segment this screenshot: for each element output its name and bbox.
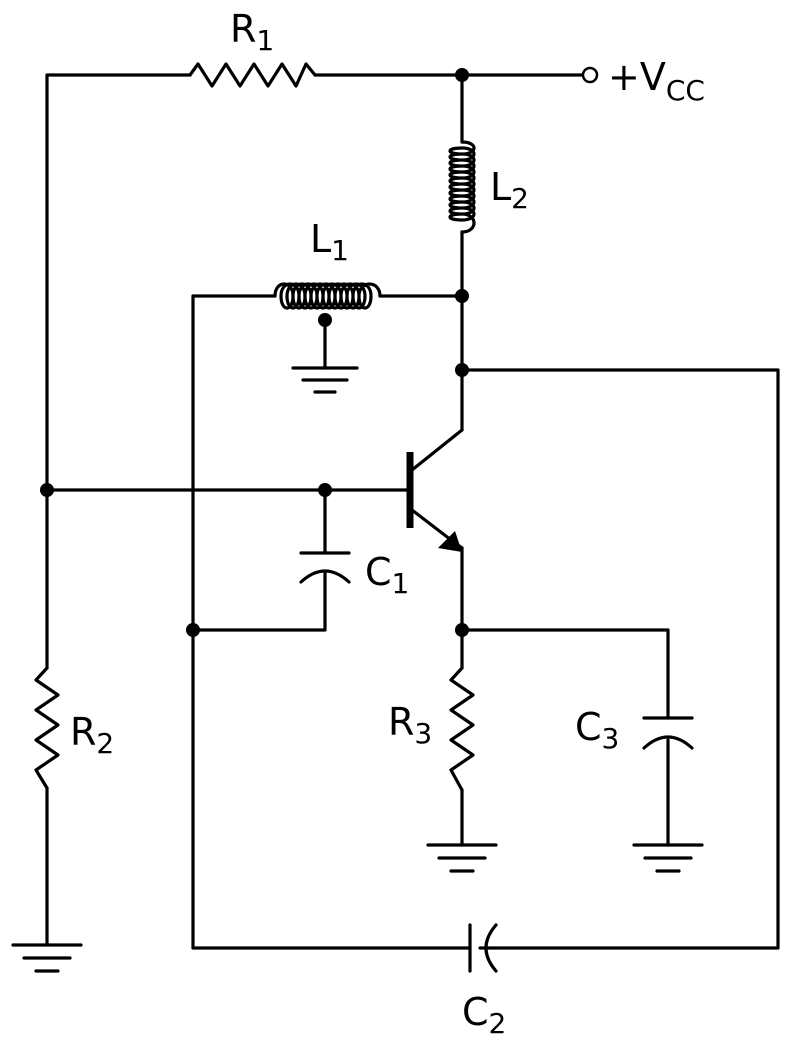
ground-symbol-r2 bbox=[11, 943, 83, 973]
ground-symbol-c3 bbox=[632, 843, 704, 873]
wires bbox=[45, 73, 780, 950]
junction-base-c1 bbox=[318, 483, 332, 497]
collector-lead bbox=[410, 428, 464, 472]
label-r2: R2 bbox=[70, 710, 114, 760]
resistor-r2 bbox=[34, 666, 60, 790]
ground-symbol-r3 bbox=[426, 843, 498, 873]
label-vcc: +VCC bbox=[608, 55, 705, 107]
npn-transistor bbox=[406, 428, 464, 552]
label-l2: L2 bbox=[490, 165, 529, 215]
emitter-lead bbox=[410, 508, 457, 545]
junction-l1-tap bbox=[318, 313, 332, 327]
wire-top-left bbox=[45, 73, 192, 492]
capacitor-c2 bbox=[468, 923, 498, 973]
junction-feedback bbox=[455, 363, 469, 377]
junction-vcc bbox=[455, 68, 469, 82]
ground-symbol-l1 bbox=[291, 366, 359, 394]
label-r1: R1 bbox=[230, 7, 274, 57]
label-r3: R3 bbox=[388, 700, 432, 750]
junction-l1-collector bbox=[455, 289, 469, 303]
label-c3: C3 bbox=[575, 705, 619, 755]
wire-inner-left bbox=[191, 294, 472, 950]
junction-emitter bbox=[455, 623, 469, 637]
junction-dots bbox=[40, 68, 469, 637]
label-c2: C2 bbox=[462, 990, 506, 1040]
wire-to-c3 bbox=[460, 628, 670, 720]
resistor-r1 bbox=[188, 62, 317, 88]
capacitor-c3 bbox=[642, 716, 694, 750]
label-c1: C1 bbox=[365, 550, 409, 600]
emitter-arrow bbox=[438, 531, 462, 552]
inductor-l2 bbox=[448, 140, 476, 234]
inductor-l1 bbox=[273, 282, 382, 310]
capacitor-c1 bbox=[299, 551, 351, 584]
junction-c1-inner bbox=[186, 623, 200, 637]
resistor-r3 bbox=[449, 666, 475, 792]
wire-right-loop bbox=[460, 368, 780, 950]
label-l1: L1 bbox=[310, 217, 349, 267]
wire-c1-bottom bbox=[191, 570, 327, 632]
junction-base-left bbox=[40, 483, 54, 497]
vcc-terminal bbox=[581, 66, 599, 84]
